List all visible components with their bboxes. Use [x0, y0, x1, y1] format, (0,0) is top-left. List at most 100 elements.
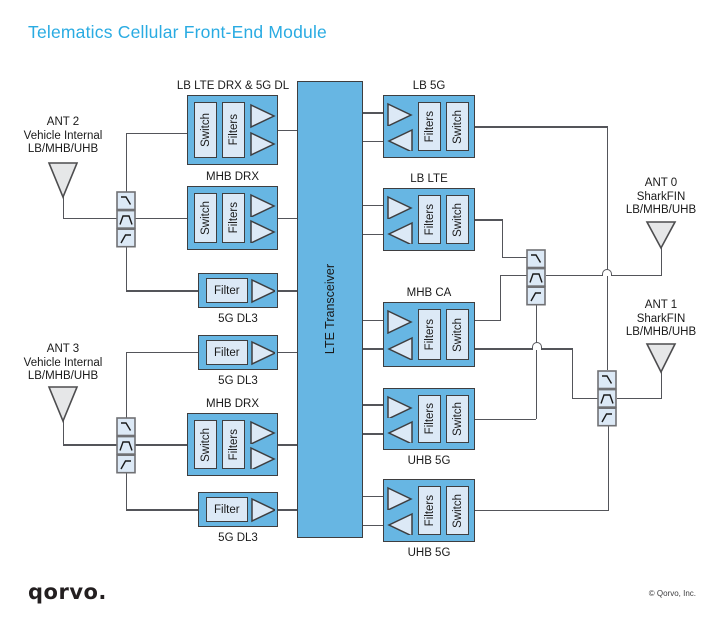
wire — [606, 126, 608, 370]
copyright: © Qorvo, Inc. — [648, 589, 696, 598]
switch-label: Switch — [451, 402, 464, 436]
antenna-bands: LB/MHB/UHB — [27, 370, 99, 382]
wire — [363, 233, 383, 235]
bandpass-filter-icon — [529, 273, 543, 283]
wire — [475, 319, 501, 321]
filters-label: Filters — [423, 403, 436, 435]
wire — [125, 247, 127, 291]
amplifier-icon — [250, 497, 275, 522]
highpass-filter-icon — [120, 234, 131, 244]
switch-box: Switch — [194, 193, 217, 243]
amplifier-icon — [250, 420, 276, 444]
triplexer-ant3 — [116, 417, 136, 474]
amplifier-icon — [250, 131, 276, 157]
antenna-name: ANT 0 — [644, 177, 678, 189]
switch-label: Switch — [451, 317, 464, 352]
block-mhb-drx-2: Switch Filters — [187, 413, 278, 476]
filters-label: Filters — [227, 114, 240, 146]
qorvo-logo: qorvo. — [28, 580, 107, 604]
wire — [617, 397, 662, 399]
amplifier-icon — [387, 512, 413, 535]
filter-label: Filter — [213, 284, 240, 297]
switch-label: Switch — [451, 109, 464, 144]
bandpass-filter-icon — [600, 393, 614, 404]
wire — [535, 305, 537, 419]
wire — [363, 348, 383, 350]
block-label-mhb-drx-1: MHB DRX — [205, 171, 260, 183]
switch-label: Switch — [199, 427, 212, 462]
lowpass-filter-icon — [602, 374, 613, 384]
highpass-filter-icon — [530, 292, 541, 302]
wire — [541, 348, 573, 350]
triplexer-ant1 — [597, 369, 617, 427]
block-lb-lte-drx-5g-dl: Switch Filters — [187, 95, 278, 165]
triplexer-ant2 — [116, 191, 136, 248]
amplifier-icon — [387, 102, 413, 126]
filter-box: Filter — [206, 497, 248, 522]
wire — [363, 112, 383, 114]
amplifier-icon — [387, 395, 413, 418]
wire — [125, 290, 199, 292]
filters-box: Filters — [222, 102, 245, 158]
antenna-type: SharkFIN — [636, 190, 686, 203]
switch-box: Switch — [446, 309, 469, 360]
wire — [278, 129, 297, 131]
filters-label: Filters — [423, 203, 436, 236]
wire — [499, 275, 501, 321]
switch-box: Switch — [446, 395, 469, 443]
wire — [278, 217, 297, 219]
switch-label: Switch — [451, 202, 464, 237]
filters-box: Filters — [222, 420, 245, 469]
wire — [363, 433, 383, 435]
wire — [278, 290, 297, 292]
wire — [546, 274, 602, 276]
amplifier-icon — [387, 128, 413, 151]
wire — [571, 348, 573, 399]
antenna-type: Vehicle Internal — [23, 129, 103, 142]
block-label-mhb-drx-2: MHB DRX — [205, 398, 260, 410]
switch-label: Switch — [451, 493, 464, 528]
filters-box: Filters — [418, 486, 441, 535]
antenna-label-ant1: ANT 1 SharkFIN LB/MHB/UHB — [606, 299, 716, 340]
amplifier-icon — [250, 219, 276, 243]
filter-label: Filter — [213, 346, 240, 359]
antenna-bands: LB/MHB/UHB — [625, 326, 697, 338]
filters-box: Filters — [418, 395, 441, 443]
wire — [475, 509, 609, 511]
antenna-bands: LB/MHB/UHB — [625, 204, 697, 216]
amplifier-icon — [387, 309, 413, 334]
wire — [660, 246, 662, 276]
filters-box: Filters — [222, 193, 245, 243]
antenna-name: ANT 2 — [46, 116, 80, 128]
wire — [475, 418, 536, 420]
filters-label: Filters — [227, 202, 240, 234]
wire — [125, 473, 127, 510]
filters-label: Filters — [423, 318, 436, 351]
block-label-lb-lte: LB LTE — [410, 173, 448, 185]
block-label-uhb-5g-1: UHB 5G — [407, 455, 451, 467]
antenna-label-ant2: ANT 2 Vehicle Internal LB/MHB/UHB — [8, 116, 118, 157]
antenna-icon — [645, 221, 677, 250]
block-label-uhb-5g-2: UHB 5G — [407, 547, 451, 559]
wire — [475, 126, 607, 128]
lte-transceiver-block: LTE Transceiver — [297, 81, 363, 538]
filter-box: Filter — [206, 278, 248, 303]
bandpass-filter-icon — [119, 215, 133, 225]
wire — [607, 425, 609, 511]
wire — [135, 444, 187, 446]
antenna-icon — [47, 386, 79, 423]
filters-label: Filters — [423, 110, 436, 143]
switch-box: Switch — [446, 486, 469, 535]
block-mhb-drx-1: Switch Filters — [187, 186, 278, 250]
wire — [125, 351, 127, 418]
filter-box: Filter — [206, 340, 248, 365]
wire-crossover-hop — [602, 268, 612, 276]
block-lb-lte: Filters Switch — [383, 188, 475, 251]
block-uhb-5g-2: Filters Switch — [383, 479, 475, 542]
wire — [363, 140, 383, 142]
amplifier-icon — [387, 221, 413, 244]
highpass-filter-icon — [120, 460, 131, 470]
wire — [363, 495, 383, 497]
switch-box: Switch — [194, 420, 217, 469]
